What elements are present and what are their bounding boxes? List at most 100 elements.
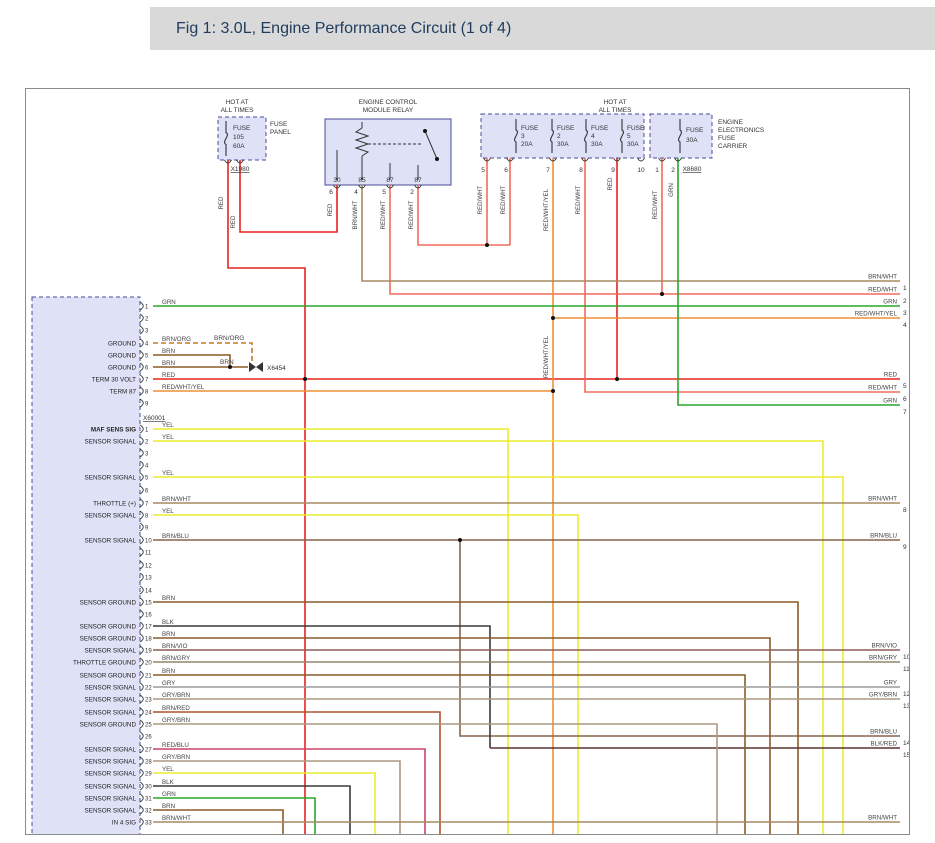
ecm-pin-number: 18 bbox=[145, 637, 152, 643]
ecm-pin-function: SENSOR SIGNAL bbox=[85, 796, 137, 803]
wire-ecm-b30 bbox=[153, 785, 351, 835]
ecm-pin-icon bbox=[139, 460, 144, 470]
diagram-label: 5 bbox=[481, 167, 485, 174]
junction-dot bbox=[435, 157, 439, 161]
ecm-pin-function: SENSOR SIGNAL bbox=[85, 439, 137, 446]
ecm-pin-icon bbox=[139, 448, 144, 458]
ecm-pin-icon bbox=[139, 707, 144, 717]
diagram-label: ALL TIMES bbox=[599, 107, 633, 114]
edge-pin-number: 10 bbox=[903, 654, 911, 661]
ecm-pin-number: 14 bbox=[145, 589, 152, 595]
diagram-border bbox=[25, 88, 910, 835]
wire-color-label: BRN bbox=[162, 668, 175, 675]
wire-label-vertical: RED/WHT bbox=[500, 185, 507, 214]
edge-pin-number: 5 bbox=[903, 383, 907, 390]
ecm-pin-icon bbox=[139, 609, 144, 619]
fuse-carrier-box bbox=[480, 113, 645, 159]
pin-bracket-icon bbox=[506, 157, 514, 162]
diagram-label: 30A bbox=[686, 137, 698, 144]
wire-color-label: BRN bbox=[162, 595, 175, 602]
ecm-pin-function: SENSOR SIGNAL bbox=[85, 710, 137, 717]
edge-wire-label: BRN/BLU bbox=[870, 729, 897, 736]
ecm-pin-function: SENSOR SIGNAL bbox=[85, 697, 137, 704]
ecm-pin-icon bbox=[139, 597, 144, 607]
wire-label-vertical: RED/WHT bbox=[652, 190, 659, 219]
ecm-pin-icon bbox=[139, 535, 144, 545]
ecm-pin-function: SENSOR SIGNAL bbox=[85, 475, 137, 482]
connector-id-x1980: X1980 bbox=[231, 166, 250, 173]
ecm-pin-number: 9 bbox=[145, 402, 149, 408]
ecm-pin-number: 27 bbox=[145, 748, 152, 754]
diagram-label: FUSE bbox=[521, 125, 539, 132]
ecm-pin-icon bbox=[139, 301, 144, 311]
wire-label-vertical: RED bbox=[607, 177, 614, 191]
diagram-label: CARRIER bbox=[718, 143, 748, 150]
ecm-pin-number: 1 bbox=[145, 428, 149, 434]
diagram-label: 20A bbox=[521, 141, 533, 148]
edge-pin-number: 6 bbox=[903, 396, 907, 403]
pin-bracket-icon bbox=[613, 157, 621, 162]
ecm-pin-number: 26 bbox=[145, 735, 152, 741]
edge-wire-label: GRY/BRN bbox=[869, 692, 897, 699]
ecm-pin-icon bbox=[139, 424, 144, 434]
diagram-label: ENGINE bbox=[718, 119, 744, 126]
ecm-pin-number: 7 bbox=[145, 502, 149, 508]
ecm-pin-icon bbox=[139, 338, 144, 348]
ecm-pin-function: GROUND bbox=[108, 365, 136, 372]
fuse-icon bbox=[514, 119, 518, 153]
diagram-label: 105 bbox=[233, 134, 244, 141]
pin-bracket-icon bbox=[224, 159, 232, 164]
wire-ecm-b18 bbox=[153, 637, 771, 835]
wire-label-vertical: RED bbox=[218, 196, 225, 210]
diagram-label: BRN/ORG bbox=[214, 335, 244, 342]
diagram-label: 2 bbox=[671, 167, 675, 174]
wire-color-label: GRY/BRN bbox=[162, 692, 190, 699]
diagram-label: FUSE bbox=[233, 125, 251, 132]
wire-color-label: RED/BLU bbox=[162, 742, 189, 749]
edge-pin-number: 4 bbox=[903, 322, 907, 329]
ecm-pin-function: SENSOR GROUND bbox=[80, 636, 137, 643]
wire-color-label: YEL bbox=[162, 470, 174, 477]
x6454-connector-left bbox=[249, 362, 256, 372]
ecm-pin-number: 12 bbox=[145, 564, 152, 570]
ecm-pin-number: 16 bbox=[145, 613, 152, 619]
wire-label-vertical: RED/WHT bbox=[380, 200, 387, 229]
wire-color-label: BRN/RED bbox=[162, 705, 190, 712]
wire-color-label: GRY/BRN bbox=[162, 754, 190, 761]
ecm-pin-icon bbox=[139, 817, 144, 827]
wire-label-vertical: RED/WHT/YEL bbox=[543, 188, 550, 231]
wire-ecm-a5 bbox=[153, 354, 231, 367]
wire-ecm-b24 bbox=[153, 711, 441, 835]
ecm-pin-icon bbox=[139, 744, 144, 754]
wire-fuse105-out-b bbox=[239, 160, 338, 233]
connector-id-x6454: X6454 bbox=[267, 365, 286, 372]
ecm-pin-icon bbox=[139, 472, 144, 482]
junction-dot bbox=[303, 377, 307, 381]
ecm-pin-icon bbox=[139, 719, 144, 729]
ecm-pin-number: 33 bbox=[145, 821, 152, 827]
ecm-pin-number: 20 bbox=[145, 661, 152, 667]
ecm-pin-number: 15 bbox=[145, 601, 152, 607]
ecm-pin-icon bbox=[139, 560, 144, 570]
ecm-pin-number: 6 bbox=[145, 489, 149, 495]
junction-dot bbox=[660, 292, 664, 296]
wire-color-label: GRY bbox=[162, 680, 175, 687]
diagram-label: 87 bbox=[414, 177, 422, 184]
ecm-pin-number: 25 bbox=[145, 723, 152, 729]
pin-bracket-icon bbox=[658, 157, 666, 162]
ecm-pin-number: 2 bbox=[145, 440, 149, 446]
wire-brnblu-branch bbox=[459, 540, 900, 737]
ecm-pin-function: SENSOR GROUND bbox=[80, 673, 137, 680]
wire-color-label: BRN bbox=[162, 803, 175, 810]
connector-id-x8680: X8680 bbox=[683, 166, 702, 173]
diagram-label: 4 bbox=[591, 133, 595, 140]
edge-pin-number: 15 bbox=[903, 752, 911, 759]
wire-label-vertical: RED/WHT bbox=[477, 185, 484, 214]
fuse-icon bbox=[224, 121, 228, 156]
wire-color-label: YEL bbox=[162, 422, 174, 429]
wire-ecm-a4 bbox=[153, 342, 253, 363]
ecm-pin-number: 19 bbox=[145, 649, 152, 655]
ecm-pin-icon bbox=[139, 313, 144, 323]
diagram-label: 6 bbox=[329, 189, 333, 196]
